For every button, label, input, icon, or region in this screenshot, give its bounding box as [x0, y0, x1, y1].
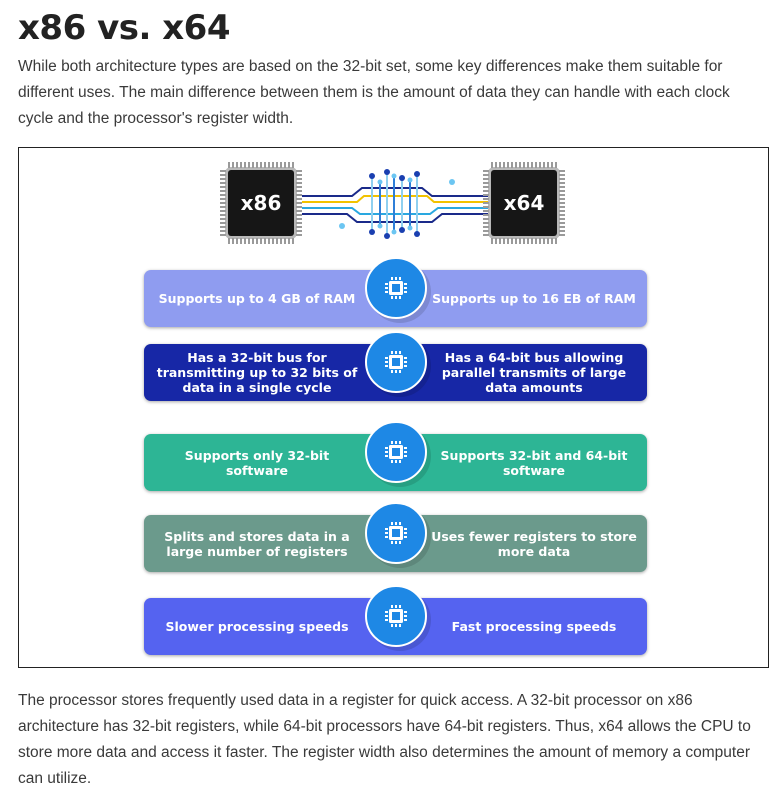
cpu-chip-icon: [365, 585, 427, 647]
intro-paragraph: While both architecture types are based …: [18, 58, 730, 127]
page-title: x86 vs. x64: [18, 8, 230, 48]
x86-feature: Has a 32-bit bus for transmitting up to …: [156, 350, 358, 395]
x64-chip-label: x64: [503, 191, 545, 215]
x86-chip-label: x86: [240, 191, 282, 215]
x86-chip: x86: [220, 162, 302, 244]
x64-feature: Supports up to 16 EB of RAM: [432, 291, 636, 306]
x86-feature: Splits and stores data in a large number…: [164, 528, 350, 559]
x64-feature: Supports 32-bit and 64-bit software: [440, 447, 628, 478]
comparison-infographic: x86: [18, 147, 769, 668]
x64-chip: x64: [483, 162, 565, 244]
x86-feature: Supports up to 4 GB of RAM: [158, 291, 356, 306]
cpu-chip-icon: [365, 421, 427, 483]
outro-paragraph: The processor stores frequently used dat…: [18, 692, 751, 787]
cpu-chip-icon: [365, 331, 427, 393]
circuit-traces-icon: [302, 169, 488, 239]
x64-feature: Fast processing speeds: [451, 619, 617, 634]
x86-feature: Slower processing speeds: [165, 619, 349, 634]
x64-feature: Has a 64-bit bus allowing parallel trans…: [441, 350, 627, 395]
x64-feature: Uses fewer registers to store more data: [431, 528, 637, 559]
cpu-chip-icon: [365, 502, 427, 564]
x86-feature: Supports only 32-bit software: [184, 447, 330, 478]
cpu-chip-icon: [365, 257, 427, 319]
